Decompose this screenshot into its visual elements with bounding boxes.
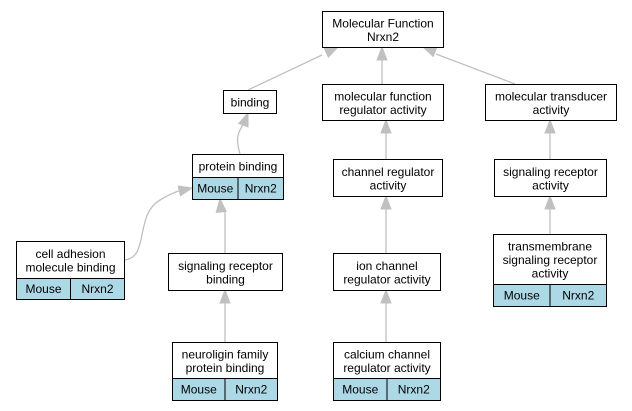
edge-sig-rec-act-to-transducer (544, 118, 556, 159)
edge-sig-rec-bind-to-protein-binding (215, 197, 227, 253)
edge-line (435, 53, 516, 85)
node-label-line: calcium channel (344, 347, 430, 361)
gene-label: Nrxn2 (81, 282, 113, 296)
node-label-line: signaling receptor (178, 259, 273, 273)
node-label-line: ion channel (356, 259, 417, 273)
node-label-line: regulator activity (343, 361, 430, 375)
gene-label: Nrxn2 (235, 383, 267, 397)
node-label-line: activity (533, 103, 570, 117)
organism-label: Mouse (181, 383, 217, 397)
arrowhead-icon (215, 197, 227, 213)
arrowhead-icon (380, 118, 392, 134)
node-box (485, 84, 617, 121)
node-box (223, 90, 277, 114)
gene-label: Nrxn2 (562, 289, 594, 303)
edge-mf-regulator-to-root (376, 45, 388, 84)
node-label-line: regulator activity (343, 272, 430, 286)
node-label-line: transmembrane (508, 240, 592, 254)
node-label-line: regulator activity (339, 103, 426, 117)
node-box (493, 234, 607, 285)
node-box (333, 253, 441, 291)
node-binding[interactable]: binding (223, 90, 277, 114)
node-box (322, 11, 444, 48)
edge-cell-adhesion-to-protein-binding (123, 185, 194, 261)
node-label-line: activity (532, 178, 569, 192)
arrowhead-icon (376, 45, 388, 61)
gene-cell (549, 284, 607, 307)
node-box (494, 159, 607, 197)
arrowhead-icon (237, 111, 249, 128)
node-label-line: Molecular Function (332, 16, 433, 30)
node-label-line: Nrxn2 (367, 30, 399, 44)
node-label-line: molecular function (334, 89, 431, 103)
node-label-line: binding (231, 96, 270, 110)
node-label-line: protein binding (186, 361, 265, 375)
edges (123, 45, 556, 342)
edge-transmembrane-to-sig-rec-act (544, 194, 556, 234)
node-label-line: binding (206, 272, 245, 286)
node-label-line: activity (370, 178, 407, 192)
arrowhead-icon (380, 288, 392, 304)
arrowhead-icon (544, 118, 556, 134)
node-label-line: signaling receptor (503, 165, 598, 179)
edge-binding-to-root (247, 46, 340, 91)
edge-calcium-to-ion-channel (380, 288, 392, 342)
node-box (322, 84, 444, 121)
arrowhead-icon (219, 288, 231, 304)
edge-ion-channel-to-channel-reg (380, 194, 392, 253)
gene-cell (237, 177, 284, 200)
gene-cell (386, 378, 441, 401)
node-label-line: signaling receptor (503, 253, 598, 267)
edge-line (247, 54, 323, 91)
organism-label: Mouse (25, 282, 61, 296)
gene-label: Nrxn2 (245, 182, 277, 196)
node-box (333, 159, 443, 197)
edge-neuroligin-to-sig-rec-bind (219, 288, 231, 342)
arrowhead-icon (544, 194, 556, 210)
organism-label: Mouse (504, 289, 540, 303)
arrowhead-icon (177, 185, 194, 197)
organism-label: Mouse (197, 182, 233, 196)
arrowhead-icon (380, 194, 392, 210)
organism-label: Mouse (342, 383, 378, 397)
arrowhead-icon (323, 46, 340, 58)
gene-cell (70, 278, 125, 300)
gene-cell (224, 378, 278, 401)
node-label-line: protein binding (199, 160, 278, 174)
edge-channel-reg-to-mf-reg (380, 118, 392, 159)
arrowhead-icon (421, 46, 438, 58)
node-label-line: molecule binding (25, 260, 115, 274)
gene-label: Nrxn2 (398, 383, 430, 397)
node-label-line: activity (532, 267, 569, 281)
edge-transducer-to-root (421, 46, 516, 85)
node-label-line: channel regulator (342, 165, 435, 179)
edge-line (123, 189, 183, 261)
node-box (168, 253, 283, 291)
node-label-line: molecular transducer (495, 89, 607, 103)
node-label-line: cell adhesion (35, 247, 105, 261)
node-box (16, 241, 125, 279)
edge-protein-binding-to-binding (236, 111, 249, 155)
node-box (333, 342, 441, 379)
node-label-line: neuroligin family (182, 347, 269, 361)
